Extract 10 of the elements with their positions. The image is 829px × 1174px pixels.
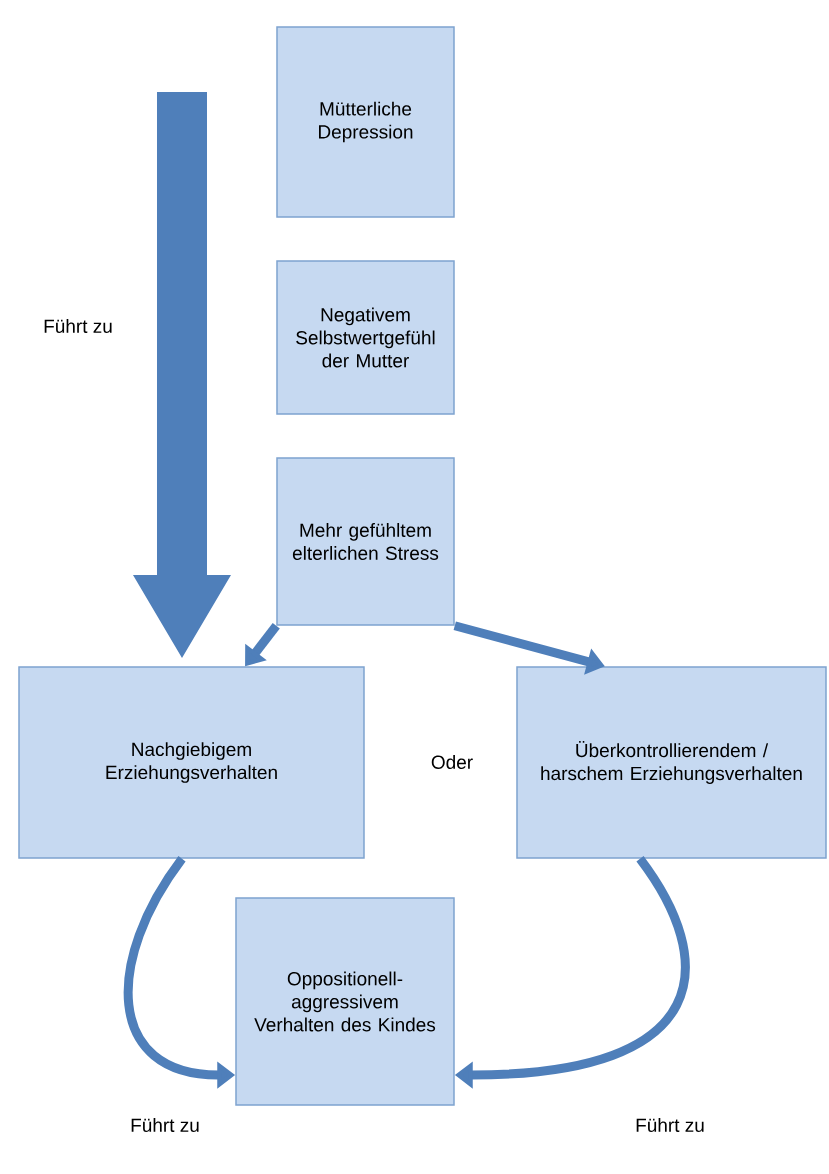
annotation-text: Oder xyxy=(431,755,473,769)
process-box: Nachgiebigem Erziehungsverhalten xyxy=(18,666,365,859)
process-box: Mütterliche Depression xyxy=(276,26,455,218)
edge-label: Führt zu xyxy=(131,1118,199,1132)
annotation-text: Führt zu xyxy=(44,319,112,333)
process-box: Mehr gefühltem elterlichen Stress xyxy=(276,457,455,626)
process-box: Negativem Selbstwertgefühl der Mutter xyxy=(276,260,455,415)
edge-label: Führt zu xyxy=(636,1118,704,1132)
process-box: Oppositionell-aggressivem Verhalten des Kindes xyxy=(235,897,455,1106)
process-box: Überkontrollierendem / harschem Erziehungsverhalten xyxy=(516,666,827,859)
